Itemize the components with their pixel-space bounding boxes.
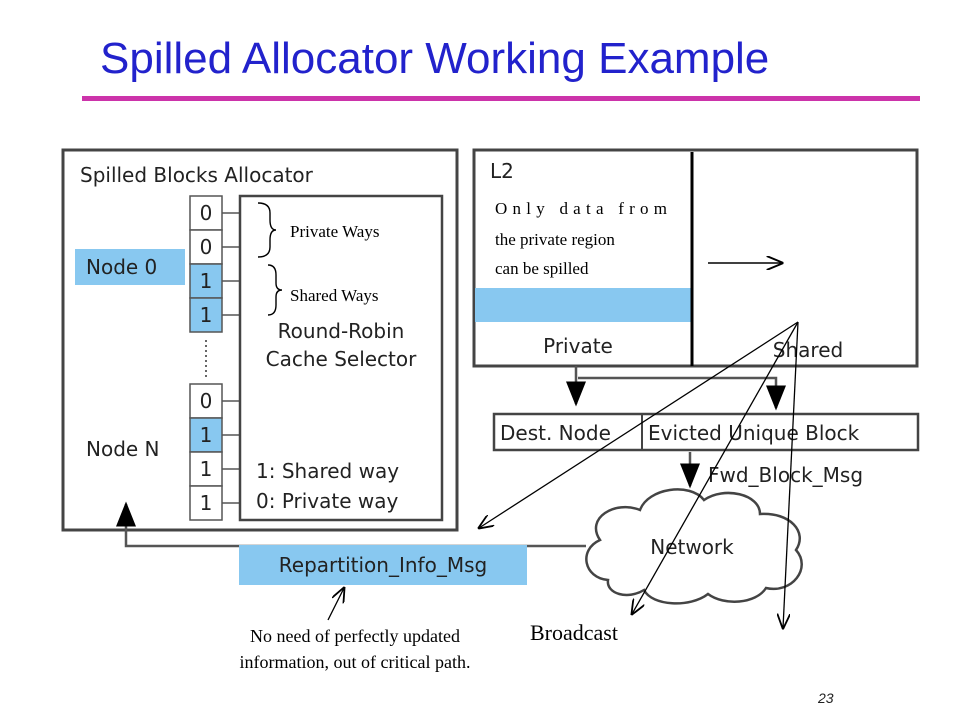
network-label: Network [650,535,734,559]
selector-box [238,194,444,522]
l2-heading: L2 [490,159,514,183]
slide-title: Spilled Allocator Working Example [100,34,770,83]
l2-note-line3: can be spilled [495,259,589,278]
broadcast-arrows [479,321,799,628]
selector-line1: Round-Robin [278,319,405,343]
l2-to-message-connectors [566,366,786,411]
node0-label: Node 0 [86,255,157,279]
bit-0-1-label: 0 [200,235,213,259]
broadcast-caption: Broadcast [530,620,618,645]
repartition-label: Repartition_Info_Msg [279,553,487,577]
private-ways-brace [257,202,277,258]
title-underline [82,96,920,101]
bit-0-0-label: 0 [200,201,213,225]
node0-highlight [75,249,185,285]
private-spill-highlight [475,288,692,322]
l2-private-label: Private [543,334,613,358]
shared-ways-brace [267,264,283,316]
bit-n-1-label: 1 [200,423,213,447]
no-need-line1: No need of perfectly updated [250,626,460,646]
bit-0-0 [189,195,223,231]
private-ways-note: Private Ways [290,222,379,241]
legend-shared: 1: Shared way [256,459,399,483]
legend-private: 0: Private way [256,489,399,513]
l2-note-line2: the private region [495,230,615,249]
bit-0-3-label: 1 [200,303,213,327]
bit-n-3-label: 1 [200,491,213,515]
bit-0-1 [189,229,223,265]
repartition-highlight [239,545,527,585]
fwd-msg-label: Fwd_Block_Msg [708,463,863,487]
bit-0-2-label: 1 [200,269,213,293]
no-need-line2: information, out of critical path. [239,652,471,672]
bit-connectors [222,212,240,504]
critical-path-arrow [327,588,344,621]
network-cloud [585,488,803,605]
l2-shared-label: Shared [773,338,843,362]
bit-n-0-label: 0 [200,389,213,413]
evicted-block-label: Evicted Unique Block [648,421,860,445]
bit-n-2-label: 1 [200,457,213,481]
allocator-heading: Spilled Blocks Allocator [80,163,314,187]
selector-line2: Cache Selector [266,347,417,371]
shared-ways-note: Shared Ways [290,286,379,305]
message-box [492,412,920,452]
bit-0-3 [189,297,223,333]
page-number: 23 [818,690,834,706]
dest-node-label: Dest. Node [500,421,611,445]
nodeN-label: Node N [86,437,160,461]
l2-box [472,148,919,368]
bit-n-0 [189,383,223,419]
